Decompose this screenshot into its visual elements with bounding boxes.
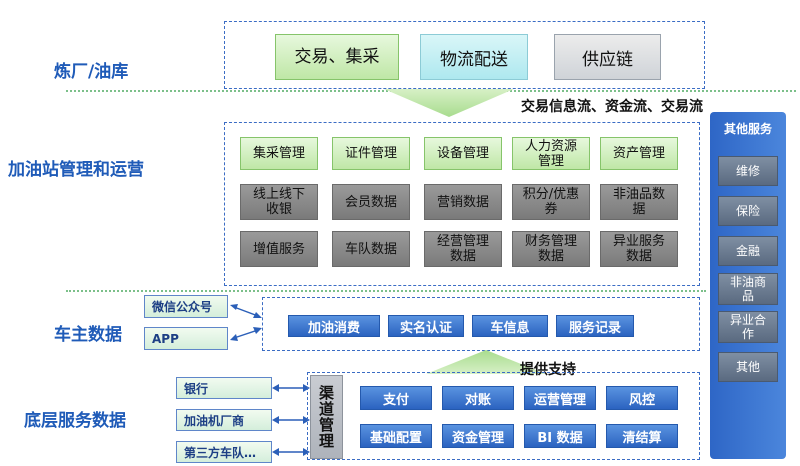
base-item: 支付 — [360, 386, 432, 410]
owner-item: 服务记录 — [556, 315, 634, 337]
station-container — [224, 122, 700, 286]
station-data-cell: 增值服务 — [240, 231, 318, 267]
base-partner: 银行 — [176, 377, 272, 399]
other-service-item: 其他 — [718, 352, 778, 382]
refinery-box: 交易、集采 — [275, 34, 399, 80]
other-service-item: 保险 — [718, 196, 778, 226]
station-module: 集采管理 — [240, 137, 318, 170]
base-item: BI 数据 — [524, 424, 596, 448]
support-up-arrow — [426, 350, 546, 374]
other-service-item: 异业合作 — [718, 311, 778, 343]
station-data-cell: 财务管理数据 — [512, 231, 590, 267]
refinery-box: 供应链 — [554, 34, 661, 80]
station-data-cell: 营销数据 — [424, 184, 502, 220]
base-item: 基础配置 — [360, 424, 432, 448]
station-module: 设备管理 — [424, 137, 502, 170]
partner-arrows — [272, 384, 310, 456]
station-data-cell: 异业服务数据 — [600, 231, 678, 267]
lane-separator — [66, 290, 706, 292]
station-module: 人力资源管理 — [512, 137, 590, 170]
other-service-item: 金融 — [718, 236, 778, 266]
channel-mgmt-box: 渠道管理 — [310, 375, 343, 459]
lane-label-owner: 车主数据 — [54, 325, 122, 345]
base-item: 清结算 — [606, 424, 678, 448]
station-data-cell: 会员数据 — [332, 184, 410, 220]
refinery-box: 物流配送 — [420, 34, 528, 80]
support-note: 提供支持 — [520, 362, 576, 378]
lane-label-refinery: 炼厂/油库 — [54, 62, 129, 82]
base-item: 对账 — [442, 386, 514, 410]
refinery-container — [224, 21, 705, 89]
lane-label-base: 底层服务数据 — [24, 411, 126, 431]
station-data-cell: 车队数据 — [332, 231, 410, 267]
owner-container — [262, 297, 700, 351]
flow-down-arrow — [384, 89, 514, 117]
lane-label-station: 加油站管理和运营 — [8, 160, 144, 180]
base-item: 风控 — [606, 386, 678, 410]
other-service-item: 维修 — [718, 156, 778, 186]
owner-item: 车信息 — [472, 315, 548, 337]
flow-note: 交易信息流、资金流、交易流 — [521, 99, 703, 115]
other-services-title: 其他服务 — [723, 122, 772, 136]
base-partner: 第三方车队… — [176, 441, 272, 463]
station-data-cell: 线上线下收银 — [240, 184, 318, 220]
station-module: 证件管理 — [332, 137, 410, 170]
base-item: 资金管理 — [442, 424, 514, 448]
station-data-cell: 积分/优惠券 — [512, 184, 590, 220]
owner-item: 实名认证 — [388, 315, 464, 337]
station-module: 资产管理 — [600, 137, 678, 170]
station-data-cell: 经营管理数据 — [424, 231, 502, 267]
base-partner: 加油机厂商 — [176, 409, 272, 431]
base-item: 运营管理 — [524, 386, 596, 410]
owner-channel: 微信公众号 — [144, 295, 228, 318]
owner-item: 加油消费 — [288, 315, 380, 337]
channel-mgmt-label: 渠道管理 — [317, 385, 335, 449]
channel-arrows — [230, 304, 262, 341]
other-service-item: 非油商品 — [718, 273, 778, 305]
station-data-cell: 非油品数据 — [600, 184, 678, 220]
owner-channel: APP — [144, 327, 228, 350]
base-container — [307, 372, 700, 460]
